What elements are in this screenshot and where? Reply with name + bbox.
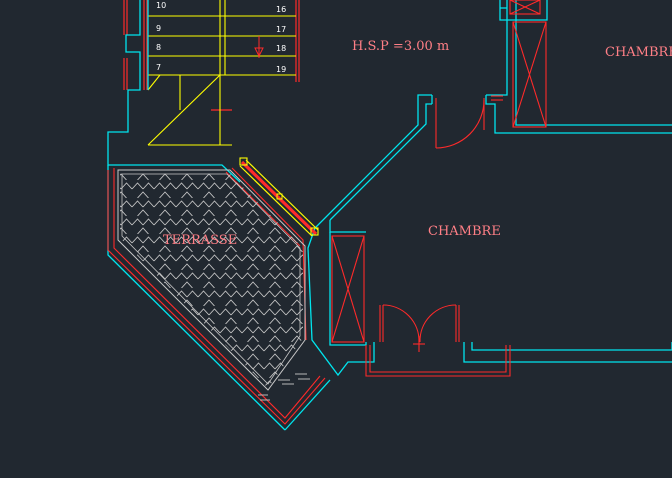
stair-step-number: 9: [156, 24, 161, 33]
stair-step-number: 19: [276, 65, 286, 74]
stair-step-number: 7: [156, 63, 161, 72]
stair-numbers-right: 16 17 18 19: [276, 5, 286, 74]
stair-step-number: 8: [156, 43, 161, 52]
walls: [107, 0, 672, 431]
stair-step-number: 18: [276, 44, 286, 53]
ceiling-height-label: H.S.P =3.00 m: [352, 39, 449, 54]
stair-step-number: 10: [156, 1, 166, 10]
stair-numbers-left: 10 9 8 7: [156, 1, 166, 72]
terrace-window: [239, 157, 319, 237]
stair-step-number: 16: [276, 5, 286, 14]
stair-step-number: 17: [276, 25, 286, 34]
room-label-chambre-top: CHAMBRE: [605, 45, 672, 60]
staircase: [123, 0, 300, 146]
terrace-tiling: [117, 169, 310, 401]
room-label-terrasse: TERRASSE: [163, 233, 237, 248]
room-label-chambre: CHAMBRE: [428, 224, 501, 239]
